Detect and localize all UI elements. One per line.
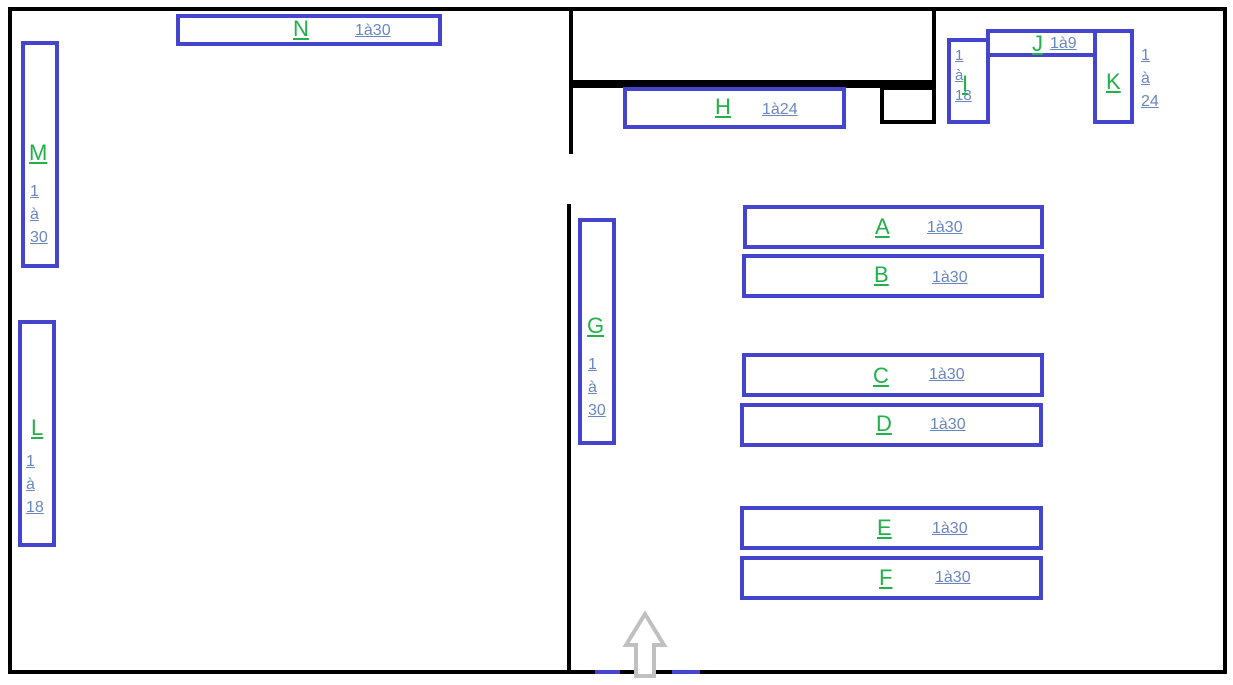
- shelf-f-label: F: [879, 565, 893, 590]
- shelf-a[interactable]: [743, 205, 1044, 249]
- shelf-d[interactable]: [740, 403, 1043, 447]
- shelf-f[interactable]: [740, 556, 1043, 600]
- shelf-h-label: H: [715, 94, 731, 119]
- entrance-marker-right: [672, 670, 700, 674]
- small-block: [880, 86, 936, 124]
- shelf-b[interactable]: [742, 254, 1044, 298]
- entrance-marker-left: [595, 670, 620, 674]
- shelf-n[interactable]: [176, 14, 442, 46]
- shelf-h-range: 1à24: [762, 101, 798, 118]
- shelf-m[interactable]: [21, 41, 59, 268]
- corridor-wall: [569, 84, 936, 88]
- shelf-d-label: D: [876, 411, 892, 436]
- shelf-l-label: L: [31, 415, 44, 440]
- shelf-a-label: A: [875, 214, 890, 239]
- shelf-f-range: 1à30: [935, 569, 971, 586]
- shelf-k[interactable]: [1093, 29, 1134, 124]
- partition-lower: [567, 204, 571, 674]
- shelf-j-label: J: [1032, 31, 1043, 56]
- shelf-e-label: E: [877, 515, 892, 540]
- shelf-j-range: 1à9: [1050, 35, 1077, 52]
- shelf-i-label: I: [962, 71, 969, 96]
- shelf-c-range: 1à30: [929, 366, 965, 383]
- shelf-c[interactable]: [742, 353, 1044, 397]
- wall-top: [8, 7, 1227, 11]
- shelf-b-range: 1à30: [932, 269, 968, 286]
- shelf-d-range: 1à30: [930, 416, 966, 433]
- shelf-g[interactable]: [578, 218, 616, 445]
- shelf-c-label: C: [873, 363, 889, 388]
- shelf-n-range: 1à30: [355, 22, 391, 39]
- wall-left: [8, 7, 12, 674]
- shelf-e[interactable]: [740, 506, 1043, 550]
- shelf-b-label: B: [874, 262, 889, 287]
- up-arrow-icon: [622, 611, 668, 678]
- shelf-e-range: 1à30: [932, 520, 968, 537]
- room-right-wall: [932, 7, 936, 84]
- room-bottom-wall: [569, 80, 936, 84]
- shelf-h[interactable]: [623, 87, 846, 129]
- wall-right: [1223, 7, 1227, 674]
- shelf-m-label: M: [29, 140, 48, 165]
- shelf-n-label: N: [293, 16, 309, 41]
- shelf-g-label: G: [587, 313, 605, 338]
- shelf-i[interactable]: [947, 38, 990, 124]
- shelf-a-range: 1à30: [927, 219, 963, 236]
- shelf-k-label: K: [1106, 69, 1121, 94]
- shelf-l[interactable]: [18, 320, 56, 547]
